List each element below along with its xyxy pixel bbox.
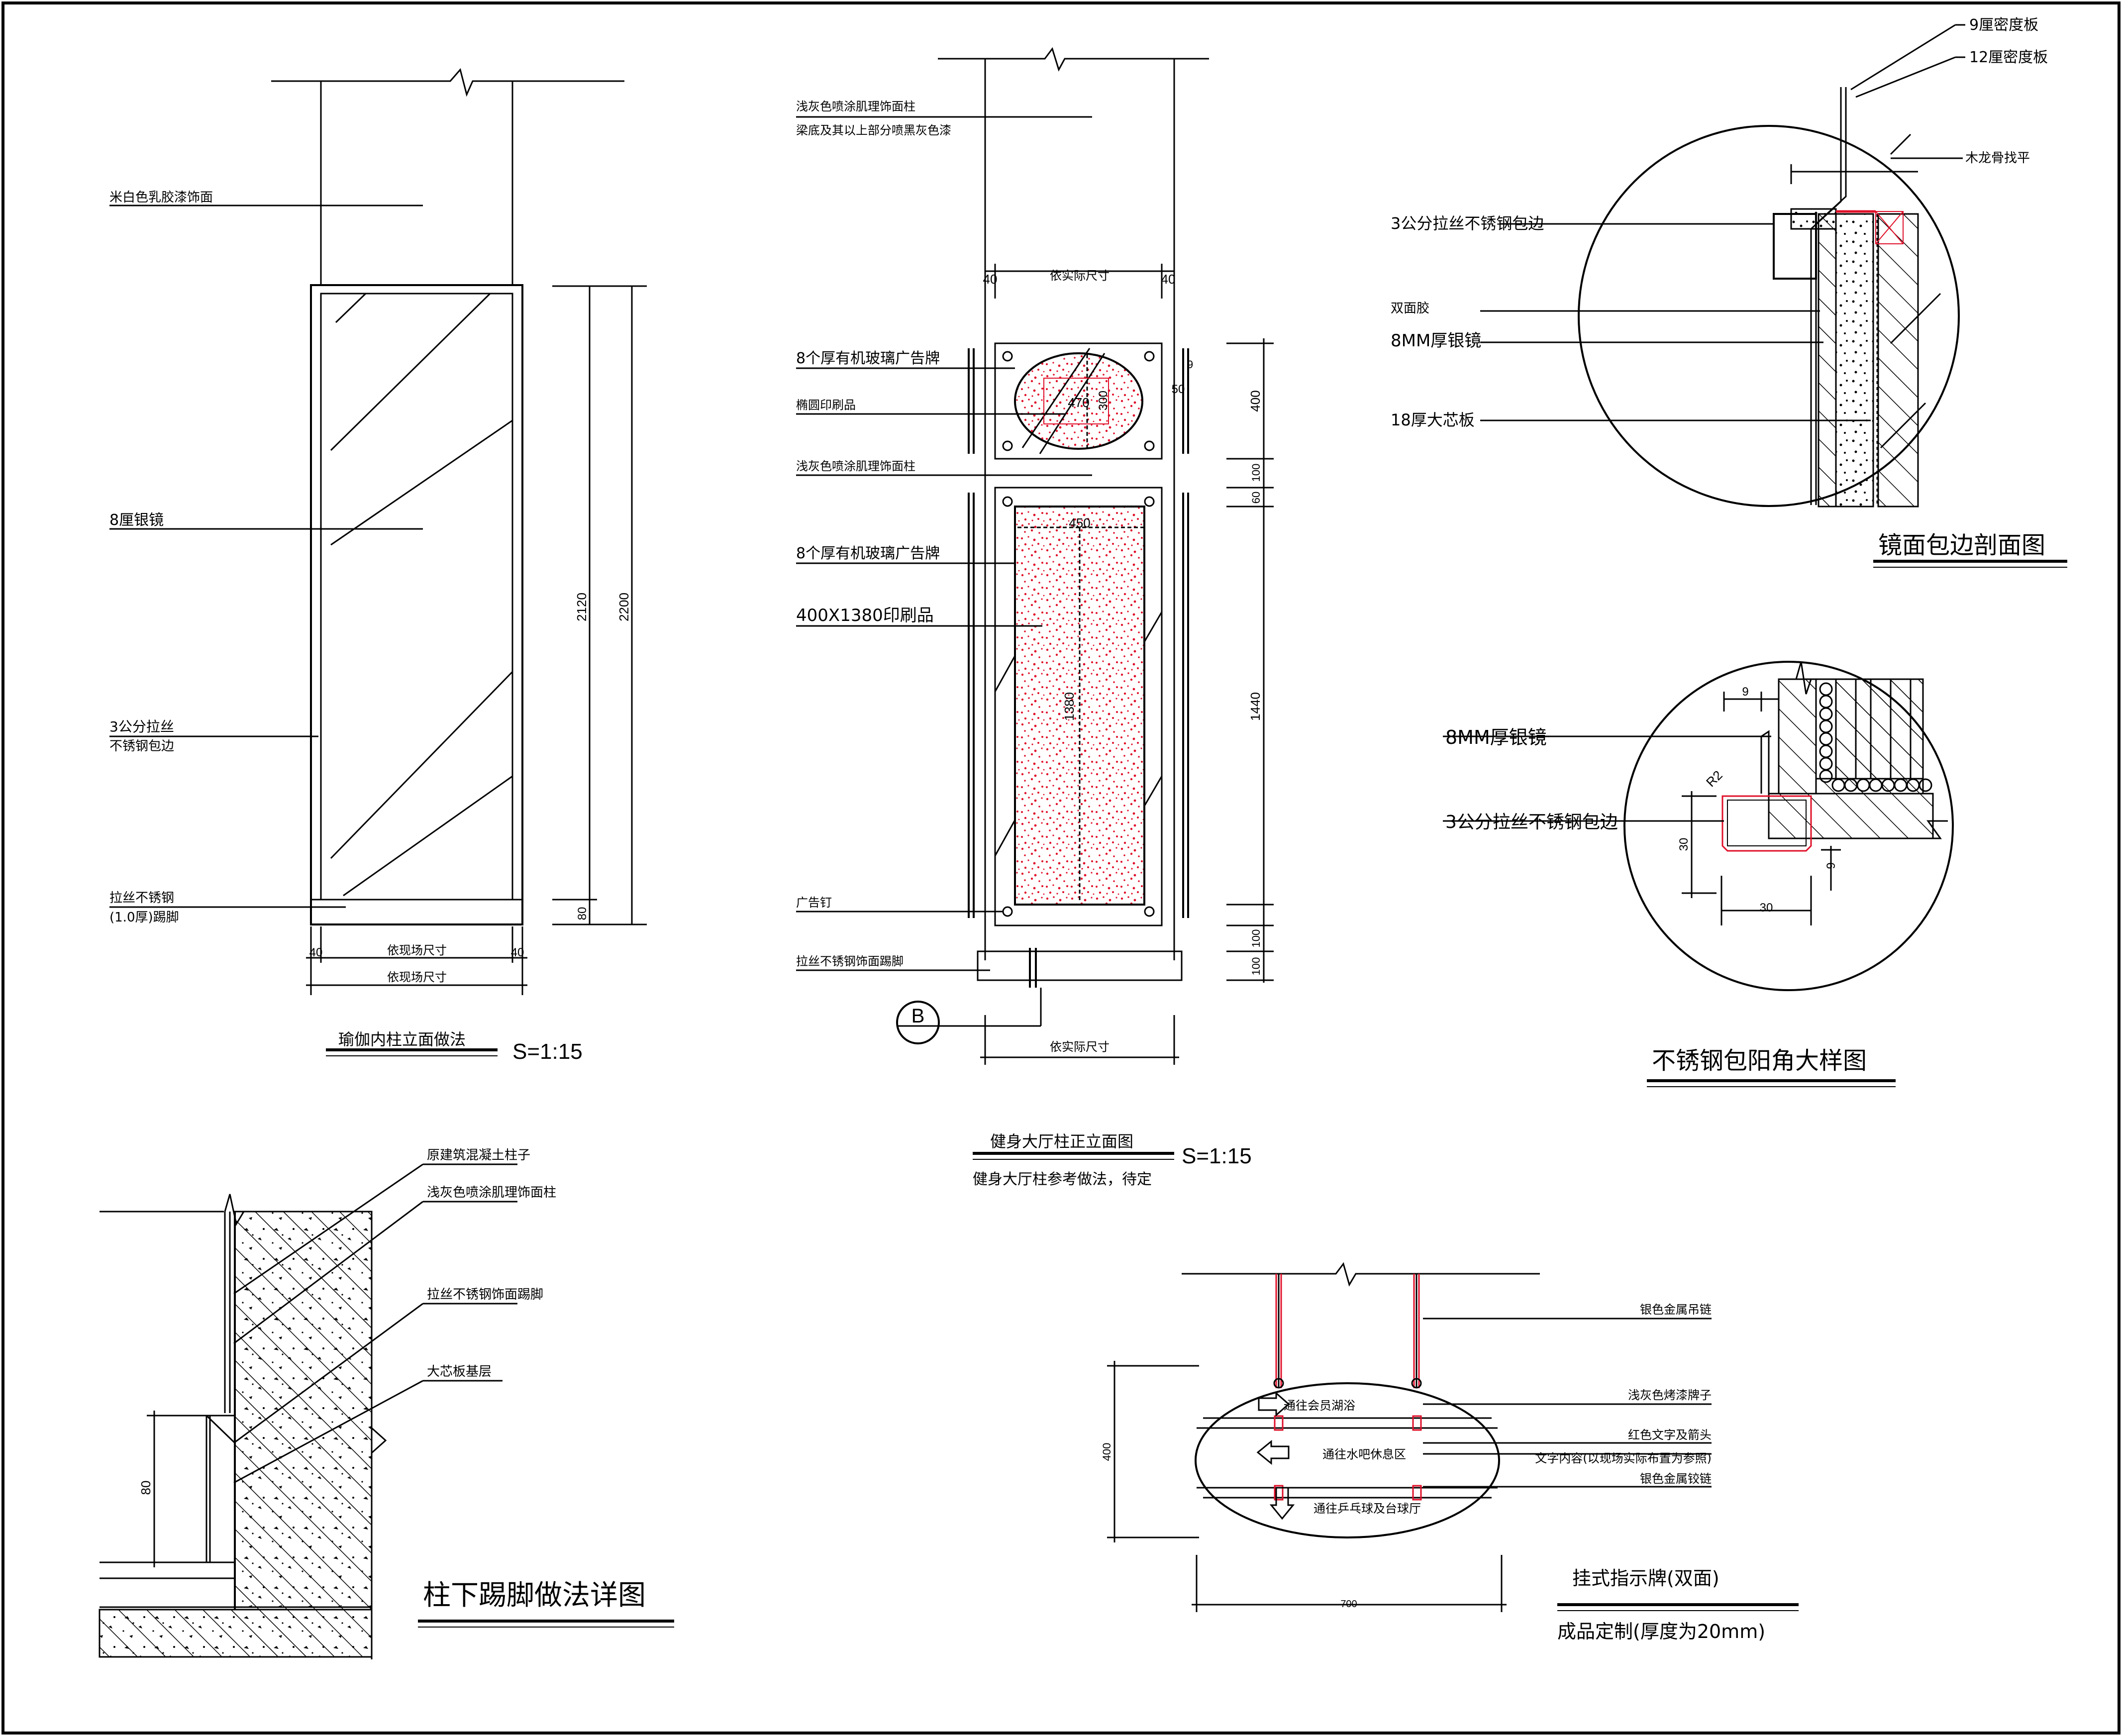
dim-corner-9a: 9 — [1742, 685, 1748, 699]
dim-top-edge-2: 40 — [1161, 272, 1176, 287]
dim-oval-470: 470 — [1068, 395, 1089, 410]
elevation-gym-column-text: 浅灰色喷涂肌理饰面柱 梁底及其以上部分喷黑灰色漆 8个厚有机玻璃广告牌 椭圆印刷… — [796, 100, 1263, 1188]
dim-print-450: 450 — [1069, 515, 1090, 530]
detail-skirting-title: 柱下踢脚做法详图 — [423, 1579, 646, 1612]
dim-edge-1: 40 — [309, 946, 323, 959]
dim-top-width: 依实际尺寸 — [1050, 269, 1110, 283]
label-text-content: 文字内容(以现场实际布置为参照) — [1535, 1451, 1712, 1465]
detail-mirror-edge-section-text: 9厘密度板 12厘密度板 木龙骨找平 3公分拉丝不锈钢包边 双面胶 8MM厚银镜… — [1391, 16, 2048, 559]
dim-print-1380: 1380 — [1062, 692, 1077, 721]
elevation-gym-note: 健身大厅柱参考做法，待定 — [973, 1171, 1152, 1188]
detail-skirting-text: 原建筑混凝土柱子 浅灰色喷涂肌理饰面柱 拉丝不锈钢饰面踢脚 大芯板基层 80 柱… — [138, 1148, 646, 1612]
label-18mm-board: 18厚大芯板 — [1391, 410, 1475, 429]
label-silver-hinge: 银色金属铰链 — [1640, 1472, 1712, 1486]
detail-mirror-edge-section — [1480, 24, 2067, 568]
label-skirting-b: (1.0厚)踢脚 — [109, 910, 179, 925]
sign-title: 挂式指示牌(双面) — [1572, 1567, 1719, 1589]
label-double-tape: 双面胶 — [1391, 301, 1429, 316]
label-red-text: 红色文字及箭头 — [1628, 1428, 1712, 1442]
detail-skirting — [99, 1163, 674, 1659]
dim-skirting-80: 80 — [138, 1481, 153, 1495]
dim-oval-9: 9 — [1187, 358, 1193, 371]
elevation-gym-title: 健身大厅柱正立面图 — [990, 1132, 1133, 1151]
dim-v-100c: 100 — [1250, 957, 1262, 976]
label-silver-chain: 银色金属吊链 — [1640, 1303, 1712, 1317]
label-stainless-skirting: 拉丝不锈钢饰面踢脚 — [796, 954, 904, 968]
dim-corner-r2: R2 — [1703, 768, 1725, 790]
dim-v-100a: 100 — [1250, 464, 1262, 482]
label-print-size: 400X1380印刷品 — [796, 606, 934, 625]
label-beam-paint: 梁底及其以上部分喷黑灰色漆 — [796, 123, 951, 137]
dim-corner-30v: 30 — [1677, 838, 1691, 851]
label-gray-texture-1: 浅灰色喷涂肌理饰面柱 — [796, 100, 915, 113]
dim-width-2: 依现场尺寸 — [387, 970, 447, 984]
dim-sign-400: 400 — [1101, 1443, 1113, 1461]
elevation-yoga-title: 瑜伽内柱立面做法 — [338, 1030, 466, 1049]
dim-height-2120: 2120 — [574, 593, 589, 621]
dim-v-1440: 1440 — [1248, 692, 1263, 721]
label-stainless-3cm: 3公分拉丝不锈钢包边 — [1391, 214, 1544, 233]
label-ad-nail: 广告钉 — [796, 896, 832, 910]
dim-sign-700: 700 — [1340, 1599, 1357, 1610]
dim-top-edge-1: 40 — [983, 272, 998, 287]
detail-mirror-edge-title: 镜面包边剖面图 — [1878, 531, 2045, 559]
label-skirting-a: 拉丝不锈钢 — [109, 891, 174, 906]
label-stainless-skirting-d: 拉丝不锈钢饰面踢脚 — [427, 1287, 543, 1302]
sign-row-3: 通往乒乓球及台球厅 — [1314, 1502, 1421, 1516]
dim-corner-9b: 9 — [1824, 862, 1838, 869]
hanging-sign-text: 通往会员湖浴 通往水吧休息区 通往乒乓球及台球厅 银色金属吊链 浅灰色烤漆牌子 … — [1101, 1303, 1765, 1642]
label-concrete-column: 原建筑混凝土柱子 — [427, 1148, 530, 1163]
label-corner-stainless: 3公分拉丝不锈钢包边 — [1445, 812, 1618, 832]
label-blockboard-base: 大芯板基层 — [427, 1364, 492, 1379]
elevation-yoga-column-text: 米白色乳胶漆饰面 8厘银镜 3公分拉丝 不锈钢包边 拉丝不锈钢 (1.0厚)踢脚… — [109, 190, 631, 1064]
dim-height-2200: 2200 — [616, 593, 631, 621]
dim-width-1: 依现场尺寸 — [387, 943, 447, 957]
elevation-gym-column — [796, 47, 1274, 1160]
detail-stainless-corner-title: 不锈钢包阳角大样图 — [1652, 1047, 1867, 1075]
dim-oval-50: 50 — [1172, 383, 1185, 396]
dim-v-400: 400 — [1248, 390, 1263, 411]
detail-stainless-corner — [1443, 661, 1954, 1087]
dim-corner-30h: 30 — [1760, 901, 1773, 915]
sign-row-2: 通往水吧休息区 — [1322, 1447, 1406, 1461]
dim-bottom-width: 依实际尺寸 — [1050, 1040, 1110, 1054]
section-mark-letter: B — [911, 1005, 925, 1027]
elevation-yoga-scale: S=1:15 — [512, 1039, 583, 1064]
dim-edge-2: 40 — [511, 946, 524, 959]
elevation-yoga-column — [109, 68, 647, 1056]
label-stainless-edge-a: 3公分拉丝 — [109, 718, 174, 735]
sign-subtitle: 成品定制(厚度为20mm) — [1557, 1621, 1765, 1642]
sign-row-1: 通往会员湖浴 — [1284, 1399, 1355, 1413]
label-acrylic-sign-1: 8个厚有机玻璃广告牌 — [796, 350, 940, 367]
dim-height-80: 80 — [576, 907, 589, 920]
label-gray-sign: 浅灰色烤漆牌子 — [1628, 1388, 1712, 1402]
dim-v-60: 60 — [1250, 492, 1262, 504]
label-corner-mirror: 8MM厚银镜 — [1445, 726, 1547, 748]
dim-v-100b: 100 — [1250, 929, 1262, 948]
label-wood-keel: 木龙骨找平 — [1965, 151, 2030, 166]
dim-oval-300: 300 — [1097, 391, 1110, 410]
label-12mm-mdf: 12厘密度板 — [1969, 49, 2048, 66]
label-9mm-mdf: 9厘密度板 — [1969, 16, 2038, 34]
label-stainless-edge-b: 不锈钢包边 — [109, 739, 174, 754]
hanging-sign — [1107, 1262, 1799, 1612]
label-gray-texture: 浅灰色喷涂肌理饰面柱 — [427, 1185, 556, 1200]
label-oval-print: 椭圆印刷品 — [796, 398, 856, 412]
label-8mm-mirror: 8MM厚银镜 — [1391, 331, 1481, 351]
elevation-gym-scale: S=1:15 — [1182, 1144, 1252, 1168]
label-latex-paint: 米白色乳胶漆饰面 — [109, 190, 213, 205]
label-gray-texture-2: 浅灰色喷涂肌理饰面柱 — [796, 459, 915, 473]
label-acrylic-sign-2: 8个厚有机玻璃广告牌 — [796, 545, 940, 562]
label-mirror: 8厘银镜 — [109, 511, 164, 529]
